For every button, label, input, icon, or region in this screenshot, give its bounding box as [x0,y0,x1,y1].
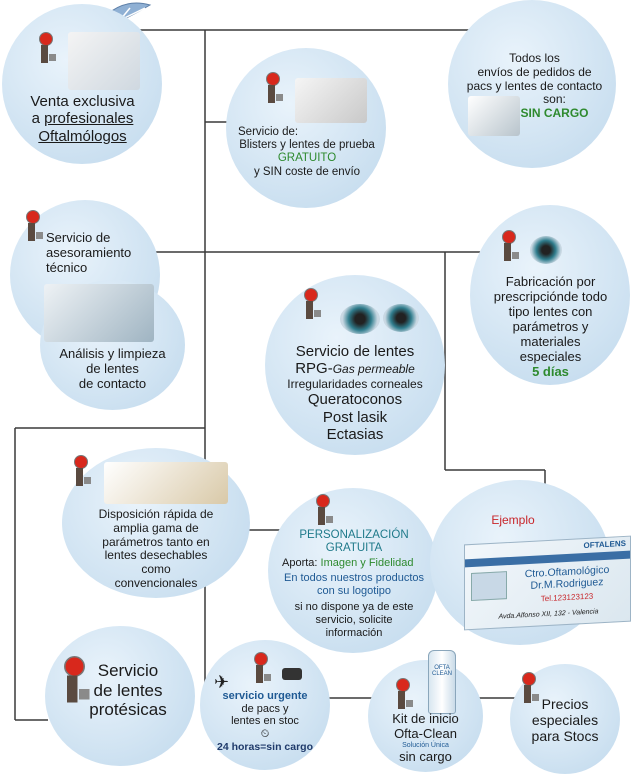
bottle-image: OFTA CLEAN [428,650,456,714]
lab-image [44,284,154,342]
envios-text: Todos los envíos de pedidos de pacs y le… [466,51,603,121]
logo-icon [35,32,57,64]
clock-icon: ⏲ [260,727,270,740]
plane-icon: ✈ [214,672,230,692]
logo-icon [22,210,44,242]
rpg-text: Servicio de lentes RPG-Gas permeable Irr… [287,343,423,443]
fabricacion-text: Fabricación por prescripciónde todo tipo… [493,274,608,379]
logo-icon [518,672,540,704]
hand-image [468,96,520,136]
node-blisters [226,48,386,208]
box-address: Avda.Alfonso XII, 132 - Valencia [498,608,599,621]
logo-icon [392,678,414,710]
box-logo-image [471,571,507,602]
blisters-text: Servicio de: Blisters y lentes de prueba… [238,126,375,178]
logo-icon [312,494,334,526]
logo-icon [70,455,92,487]
products-image [104,462,228,504]
kit-text: Kit de inicio Ofta-Clean Solución Única … [392,711,459,764]
example-box: OFTALENS Ctro.Oftamológico Dr.M.Rodrigue… [464,535,631,631]
logo-icon [498,230,520,262]
logo-icon [300,288,322,320]
proteticas-text: Servicio de lentes protésicas [89,661,167,720]
logo-icon [250,652,272,684]
ejemplo-label: Ejemplo [491,513,535,527]
logo-icon [58,656,91,704]
analisis-text: Análisis y limpieza de lentes de contact… [59,346,166,391]
disposicion-text: Disposición rápida de amplia gama de par… [98,507,214,590]
eye-icon [530,236,562,264]
node-fabricacion [470,205,630,385]
eye-icon [340,304,380,334]
eye-icon [383,304,419,332]
doctors-image [68,32,140,90]
precios-text: Precios especiales para Stocs [531,696,599,745]
asesor-text: Servicio de asesoramiento técnico [46,230,132,275]
blisters-image [295,78,367,123]
box-brand: OFTALENS [583,538,626,551]
logo-icon [262,72,284,104]
node-personal [268,488,438,653]
bottle-label: OFTA CLEAN [431,665,452,677]
van-icon [282,668,302,680]
node-kit [368,660,483,772]
urgente-text: servicio urgente de pacs y lentes en sto… [200,690,330,753]
venta-text: Venta exclusiva a profesionales Oftalmól… [30,93,135,145]
personal-text: PERSONALIZACIÓN GRATUITA Aporta: Imagen … [282,529,425,639]
box-text: Ctro.Oftamológico Dr.M.Rodriguez Tel.123… [524,563,610,604]
node-envios [448,0,616,168]
